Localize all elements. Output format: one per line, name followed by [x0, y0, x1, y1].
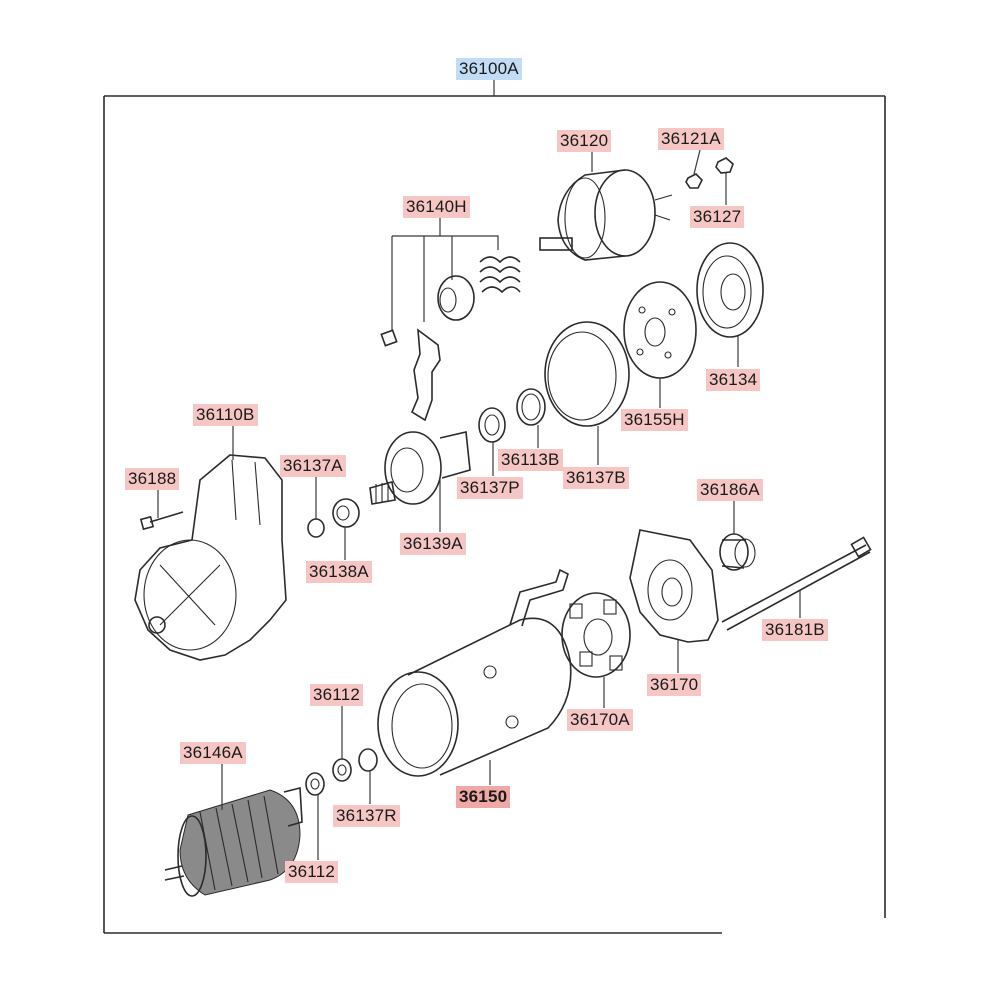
- part-label-36112-upper[interactable]: 36112: [310, 684, 364, 706]
- part-label-36134[interactable]: 36134: [706, 369, 761, 391]
- snap-ring-36137A-drawing: [307, 518, 325, 538]
- part-label-36112-lower[interactable]: 36112: [285, 861, 339, 883]
- bushing-drawing: [719, 533, 756, 571]
- part-label-36113B[interactable]: 36113B: [498, 449, 563, 471]
- nut-36127-drawing: [715, 157, 734, 174]
- washer-36137P-drawing: [478, 407, 506, 443]
- part-label-36170A[interactable]: 36170A: [567, 709, 633, 731]
- front-housing-drawing: [134, 454, 287, 661]
- part-label-36110B[interactable]: 36110B: [193, 404, 258, 426]
- part-label-36140H[interactable]: 36140H: [403, 196, 470, 218]
- part-label-36188[interactable]: 36188: [125, 468, 180, 490]
- bolt-36188-drawing: [139, 511, 184, 531]
- washer-36112-upper-drawing: [332, 758, 352, 782]
- part-label-36181B[interactable]: 36181B: [762, 619, 828, 641]
- part-label-36137P[interactable]: 36137P: [457, 477, 523, 499]
- part-label-36121A[interactable]: 36121A: [658, 128, 724, 150]
- part-label-36139A[interactable]: 36139A: [400, 533, 466, 555]
- part-label-36186A[interactable]: 36186A: [697, 479, 763, 501]
- plate-drawing: [623, 281, 697, 379]
- part-label-36150[interactable]: 36150: [456, 786, 511, 808]
- snap-ring-36137R-drawing: [358, 748, 378, 772]
- part-label-36137A[interactable]: 36137A: [280, 455, 346, 477]
- brush-holder-drawing: [561, 592, 631, 678]
- part-label-36127[interactable]: 36127: [690, 206, 745, 228]
- part-label-36137R[interactable]: 36137R: [333, 805, 400, 827]
- through-bolt-drawing: [721, 536, 872, 631]
- lever-set-drawing: [380, 235, 521, 422]
- part-label-36155H[interactable]: 36155H: [621, 409, 688, 431]
- nut-36121A-drawing: [685, 173, 703, 189]
- assembly-frame: [103, 80, 886, 934]
- washer-36112-lower-drawing: [305, 772, 325, 796]
- cover-drawing: [696, 242, 764, 338]
- part-label-36170[interactable]: 36170: [647, 674, 702, 696]
- ring-drawing: [544, 321, 630, 427]
- part-label-36138A[interactable]: 36138A: [306, 561, 372, 583]
- washer-36113B-drawing: [516, 388, 546, 426]
- yoke-drawing: [377, 568, 572, 777]
- part-label-36146A[interactable]: 36146A: [180, 742, 246, 764]
- rear-bracket-drawing: [629, 529, 719, 643]
- assembly-number-label[interactable]: 36100A: [456, 58, 522, 80]
- leader-lines: [157, 149, 801, 860]
- clutch-drawing: [369, 431, 471, 505]
- part-label-36120[interactable]: 36120: [557, 130, 612, 152]
- solenoid-switch-drawing: [539, 169, 673, 261]
- armature-drawing: [164, 786, 303, 897]
- collar-36138A-drawing: [332, 498, 360, 528]
- part-label-36137B[interactable]: 36137B: [563, 467, 629, 489]
